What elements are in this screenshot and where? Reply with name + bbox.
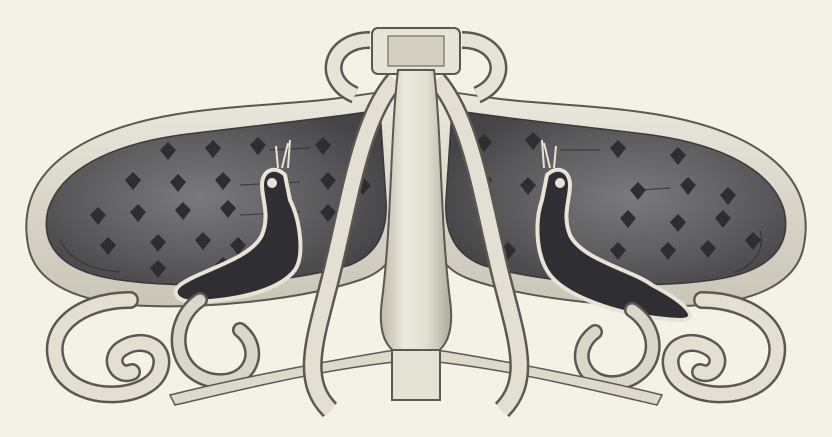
illustration-canvas: [0, 0, 832, 437]
buckle-illustration: [0, 0, 832, 437]
